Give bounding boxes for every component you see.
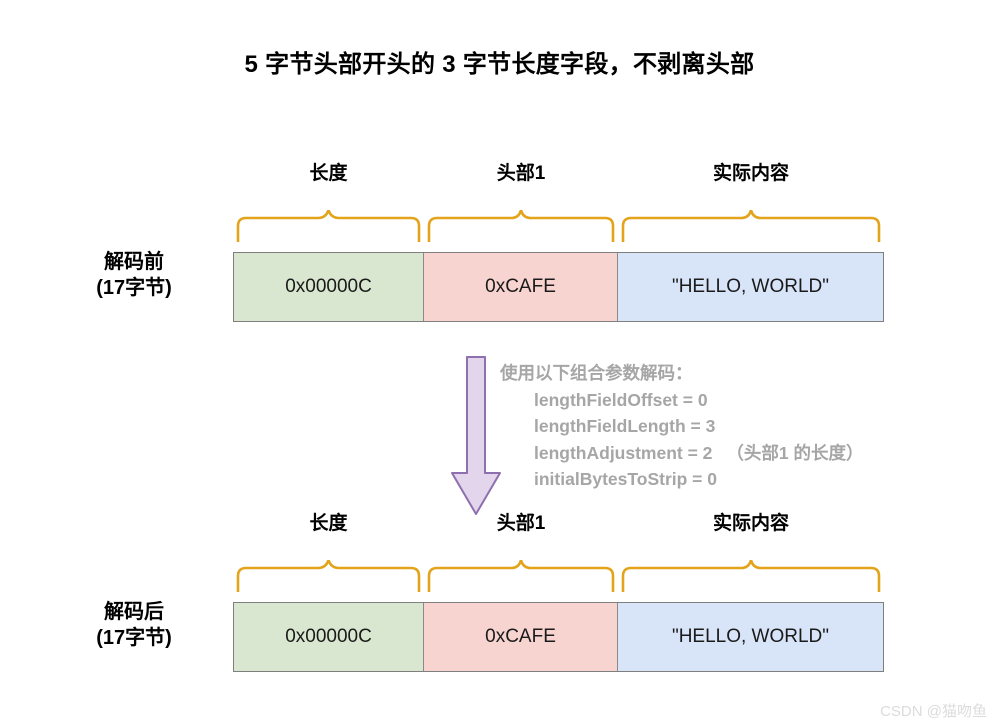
param-initial-bytes-to-strip: initialBytesToStrip = 0 (534, 469, 717, 490)
packet-cell-payload-before: "HELLO, WORLD" (617, 253, 883, 321)
packet-cell-header1-before: 0xCAFE (423, 253, 617, 321)
brace-header1-bottom (427, 560, 615, 592)
brace-length-bottom (236, 560, 421, 592)
param-length-adjustment-note: （头部1 的长度） (726, 442, 864, 463)
decode-arrow-icon (448, 355, 504, 517)
column-label-header1-bottom: 头部1 (496, 513, 546, 534)
column-label-length-top: 长度 (309, 163, 348, 184)
row-label-before-decode: 解码前 (17字节) (44, 250, 224, 301)
brace-payload-top (621, 210, 881, 242)
params-heading: 使用以下组合参数解码： (500, 363, 693, 383)
row-label-line1: 解码前 (104, 251, 164, 273)
packet-bar-before-decode: 0x00000C 0xCAFE "HELLO, WORLD" (233, 252, 884, 322)
packet-bar-after-decode: 0x00000C 0xCAFE "HELLO, WORLD" (233, 602, 884, 672)
row-label-line2: (17字节) (96, 276, 172, 299)
packet-cell-header1-after: 0xCAFE (423, 603, 617, 671)
row-label-line2-after: (17字节) (96, 626, 172, 649)
packet-cell-payload-after: "HELLO, WORLD" (617, 603, 883, 671)
decode-params-block: 使用以下组合参数解码： lengthFieldOffset = 0 length… (500, 360, 864, 493)
column-label-header1-top: 头部1 (496, 163, 546, 184)
column-label-payload-bottom: 实际内容 (712, 513, 789, 534)
param-length-field-offset: lengthFieldOffset = 0 (534, 389, 708, 410)
param-length-adjustment: lengthAdjustment = 2 (534, 442, 713, 463)
row-label-line1-after: 解码后 (104, 601, 164, 623)
param-length-field-length: lengthFieldLength = 3 (534, 416, 716, 437)
watermark: CSDN @猫吻鱼 (880, 703, 987, 720)
param-length-adjustment-row: lengthAdjustment = 2 （头部1 的长度） (534, 440, 864, 467)
packet-cell-length-before: 0x00000C (234, 253, 423, 321)
brace-header1-top (427, 210, 615, 242)
column-label-payload-top: 实际内容 (712, 163, 789, 184)
page-title: 5 字节头部开头的 3 字节长度字段，不剥离头部 (244, 51, 755, 78)
row-label-after-decode: 解码后 (17字节) (44, 600, 224, 651)
brace-length-top (236, 210, 421, 242)
packet-cell-length-after: 0x00000C (234, 603, 423, 671)
column-label-length-bottom: 长度 (309, 513, 348, 534)
brace-payload-bottom (621, 560, 881, 592)
